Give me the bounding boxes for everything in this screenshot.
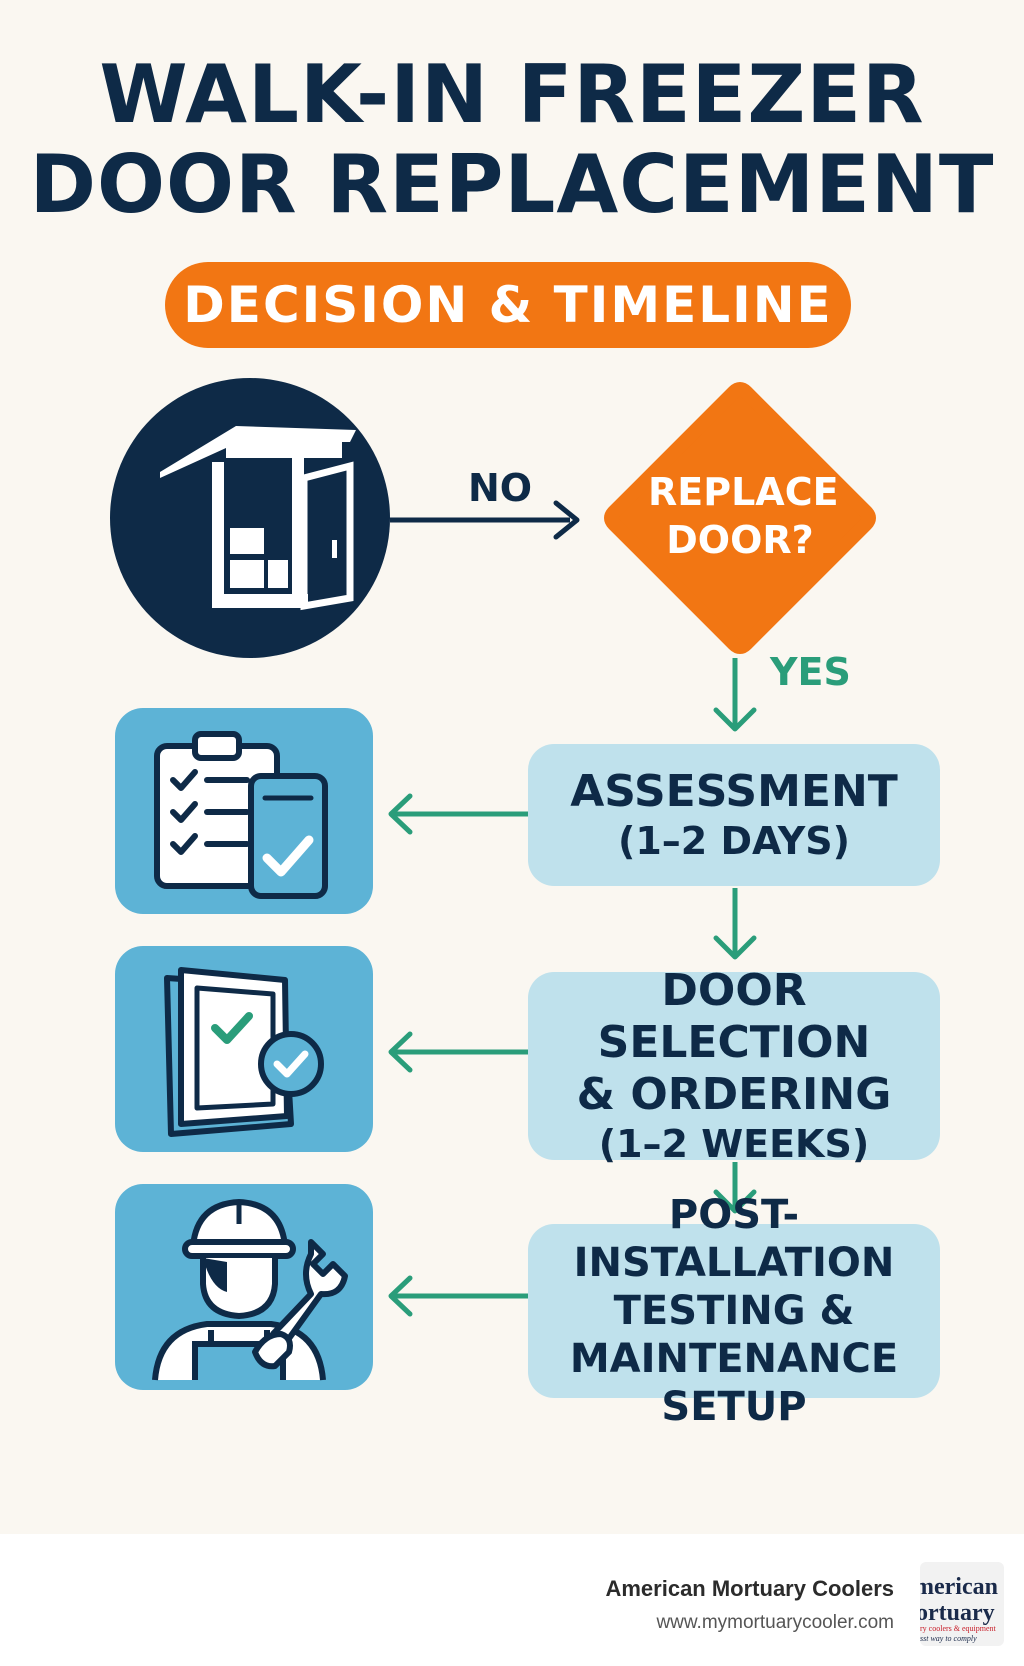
left-arrow-3: [388, 1275, 528, 1317]
step-door-selection-duration: (1–2 WEEKS): [598, 1122, 870, 1166]
step-door-selection-title-2: & ORDERING: [576, 1069, 892, 1120]
decision-line-1: REPLACE: [648, 470, 839, 514]
technician-icon-box: [115, 1184, 373, 1390]
subtitle-text: DECISION & TIMELINE: [183, 276, 833, 334]
down-arrow-2: [713, 1162, 757, 1214]
left-arrow-1: [388, 793, 528, 835]
door-check-icon: [164, 967, 324, 1137]
step-door-selection: DOOR SELECTION & ORDERING (1–2 WEEKS): [528, 965, 940, 1166]
website-url: www.mymortuarycooler.com: [656, 1612, 894, 1633]
brand-name: American Mortuary Coolers: [605, 1576, 894, 1601]
step-post-installation-line-3: MAINTENANCE SETUP: [569, 1336, 899, 1430]
logo-line-2: ortuary: [920, 1600, 995, 1626]
no-label: NO: [468, 466, 533, 510]
title-line-1: WALK-IN FREEZER: [99, 48, 925, 141]
no-arrow: [390, 500, 580, 540]
left-arrow-2: [388, 1031, 528, 1073]
decision-diamond: [604, 382, 876, 654]
checklist-icon-box: [115, 708, 373, 914]
door-icon-box: [115, 946, 373, 1152]
brand-block: American Mortuary Coolers www.mymortuary…: [605, 1576, 894, 1634]
clipboard-checklist-icon: [154, 731, 328, 899]
yes-label: YES: [770, 650, 851, 694]
flow-diagram: [110, 378, 876, 1317]
step-door-selection-title-1: DOOR SELECTION: [597, 965, 871, 1068]
decision-line-2: DOOR?: [666, 518, 814, 562]
step-post-installation-line-1: POST-INSTALLATION: [573, 1192, 895, 1286]
title-line-2: DOOR REPLACEMENT: [29, 138, 995, 231]
step-assessment-title: ASSESSMENT: [570, 766, 898, 817]
walk-in-freezer-icon: [110, 378, 390, 658]
logo-line-1: merican: [920, 1574, 998, 1600]
step-assessment: ASSESSMENT (1–2 DAYS): [528, 744, 940, 886]
footer: American Mortuary Coolers www.mymortuary…: [0, 1534, 1024, 1666]
step-assessment-duration: (1–2 DAYS): [617, 819, 851, 863]
logo-line-4: sst way to comply: [920, 1634, 977, 1643]
company-logo: merican ortuary ry coolers & equipment s…: [920, 1562, 1004, 1646]
yes-arrow: [713, 658, 757, 732]
logo-line-3: ry coolers & equipment: [920, 1624, 996, 1633]
step-post-installation: POST-INSTALLATION TESTING & MAINTENANCE …: [528, 1192, 940, 1430]
step-post-installation-line-2: TESTING &: [613, 1288, 855, 1334]
page-title: WALK-IN FREEZER DOOR REPLACEMENT: [0, 50, 1024, 230]
technician-wrench-icon: [152, 1199, 348, 1381]
down-arrow-1: [713, 888, 757, 960]
decision-text: REPLACE DOOR?: [648, 468, 839, 564]
subtitle-pill: DECISION & TIMELINE: [165, 262, 851, 348]
